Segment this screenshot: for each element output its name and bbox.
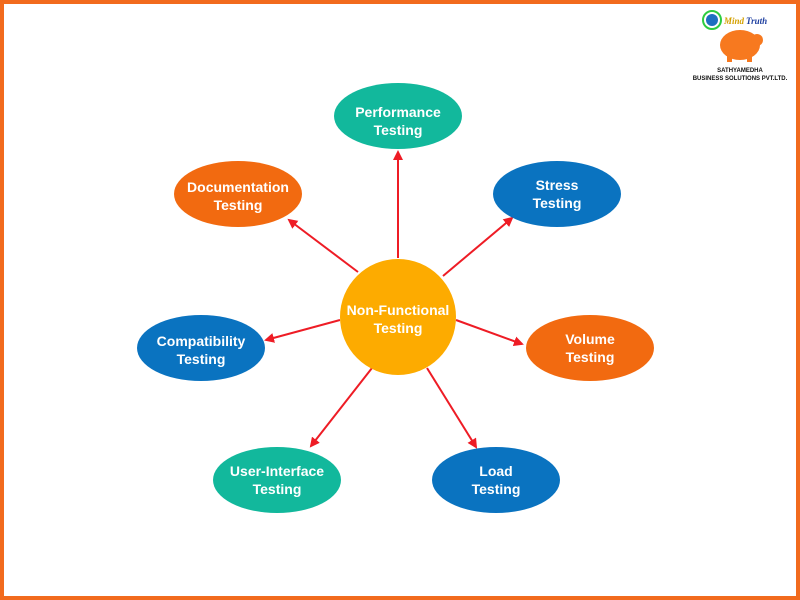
center-node: Non-Functional Testing [340,259,456,375]
center-label-line2: Testing [374,320,423,336]
center-label-line1: Non-Functional [347,302,450,318]
node-label: Testing [214,197,263,213]
node-label: Testing [566,349,615,365]
arrow-stress [442,216,514,277]
node-label: Compatibility [157,333,246,349]
logo-brand-mind: Mind [723,16,745,26]
node-user-interface: User-Interface Testing [213,447,341,513]
node-label: Stress [536,177,579,193]
piggy-bank-icon [720,30,760,60]
arrow-load [426,367,478,449]
logo-brand-truth: Truth [746,16,767,26]
node-documentation: Documentation Testing [174,161,302,227]
arrow-documentation [287,218,359,273]
node-label: User-Interface [230,463,324,479]
node-performance: Performance Testing [334,83,462,149]
node-label: Performance [355,104,441,120]
node-label: Load [479,463,512,479]
node-label: Volume [565,331,615,347]
arrow-volume [455,319,524,346]
logo-company-line2: BUSINESS SOLUTIONS PVT.LTD. [693,76,788,82]
node-label: Testing [177,351,226,367]
logo-company-line1: SATHYAMEDHA [717,68,763,74]
node-label: Testing [253,481,302,497]
arrow-user-interface [309,367,373,448]
node-compatibility: Compatibility Testing [137,315,265,381]
node-label: Testing [533,195,582,211]
company-logo: Mind Truth SATHYAMEDHA BUSINESS SOLUTION… [693,10,788,82]
node-label: Documentation [187,179,289,195]
node-stress: Stress Testing [493,161,621,227]
node-volume: Volume Testing [526,315,654,381]
node-load: Load Testing [432,447,560,513]
arrow-compatibility [264,319,341,343]
node-label: Testing [472,481,521,497]
node-label: Testing [374,122,423,138]
